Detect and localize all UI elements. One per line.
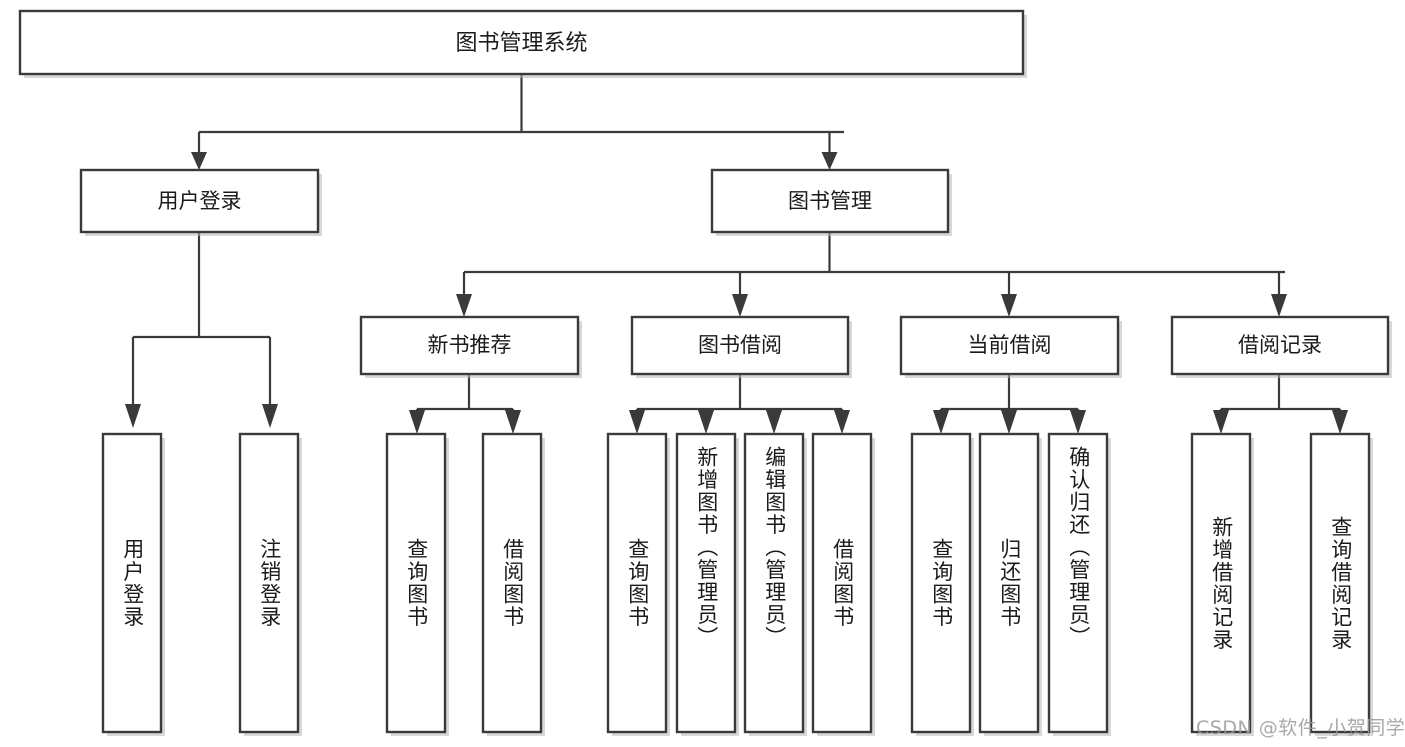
arrowhead-bookborrow-leaf-3 <box>766 410 782 434</box>
leaf-current-return-box[interactable] <box>978 432 1040 734</box>
arrowhead-newbook-leaf-2 <box>505 410 521 434</box>
level3-newbook-box[interactable] <box>359 315 580 376</box>
arrowhead-currentborrow-leaf-3 <box>1070 410 1086 434</box>
level3-bookborrow-label: 图书借阅 <box>698 333 782 357</box>
arrowhead-bookborrow-leaf-1 <box>629 410 645 434</box>
level3-borrowrecord-box[interactable] <box>1170 315 1390 376</box>
level3-currentborrow-label: 当前借阅 <box>968 333 1052 357</box>
level3-bookborrow-box[interactable] <box>630 315 850 376</box>
arrowhead-newbook-leaf-1 <box>409 410 425 434</box>
arrowhead-logout-leaf <box>262 404 278 428</box>
level3-currentborrow-box[interactable] <box>899 315 1120 376</box>
leaf-current-confirm-box[interactable] <box>1047 432 1109 734</box>
level2-userlogin-box[interactable] <box>79 168 320 234</box>
csdn-watermark: CSDN @软件_小贺同学 <box>1196 717 1405 739</box>
arrowhead-currentborrow-leaf-1 <box>933 410 949 434</box>
leaf-current-query-box[interactable] <box>910 432 972 734</box>
arrowhead-bookborrow <box>732 294 748 317</box>
level2-bookmgmt-label: 图书管理 <box>788 189 872 213</box>
arrowhead-currentborrow-leaf-2 <box>1001 410 1017 434</box>
leaf-user-login-box[interactable] <box>101 432 163 734</box>
leaf-borrow-query-box[interactable] <box>606 432 668 734</box>
leaf-record-add-box[interactable] <box>1190 432 1252 734</box>
arrowhead-borrowrecord <box>1271 294 1287 317</box>
arrowhead-user-login-leaf <box>125 404 141 428</box>
leaf-record-query-box[interactable] <box>1309 432 1371 734</box>
arrowhead-bookborrow-leaf-4 <box>834 410 850 434</box>
leaf-borrow-lend-box[interactable] <box>811 432 873 734</box>
root-node-box[interactable] <box>18 9 1025 76</box>
level2-userlogin-label: 用户登录 <box>158 189 242 213</box>
arrowhead-bookborrow-leaf-2 <box>698 410 714 434</box>
leaf-borrow-add-box[interactable] <box>675 432 737 734</box>
leaf-newbook-query-box[interactable] <box>385 432 447 734</box>
arrowhead-borrowrecord-leaf-1 <box>1213 410 1229 434</box>
leaf-newbook-borrow-box[interactable] <box>481 432 543 734</box>
node-layer: 图书管理系统 用户登录 图书管理 新书推荐 图书借阅 当前借阅 <box>18 9 1392 736</box>
arrowhead-bookmgmt <box>821 152 838 170</box>
level3-newbook-label: 新书推荐 <box>428 333 512 357</box>
level2-bookmgmt-box[interactable] <box>710 168 950 234</box>
leaf-logout-box[interactable] <box>238 432 300 734</box>
arrowhead-userlogin <box>191 152 207 170</box>
root-node-label: 图书管理系统 <box>455 31 587 56</box>
leaf-borrow-edit-box[interactable] <box>743 432 805 734</box>
level3-borrowrecord-label: 借阅记录 <box>1238 333 1322 357</box>
arrowhead-currentborrow <box>1001 294 1017 317</box>
arrowhead-borrowrecord-leaf-2 <box>1332 410 1348 434</box>
connector-layer <box>125 74 1348 434</box>
arrowhead-newbook <box>456 294 472 317</box>
